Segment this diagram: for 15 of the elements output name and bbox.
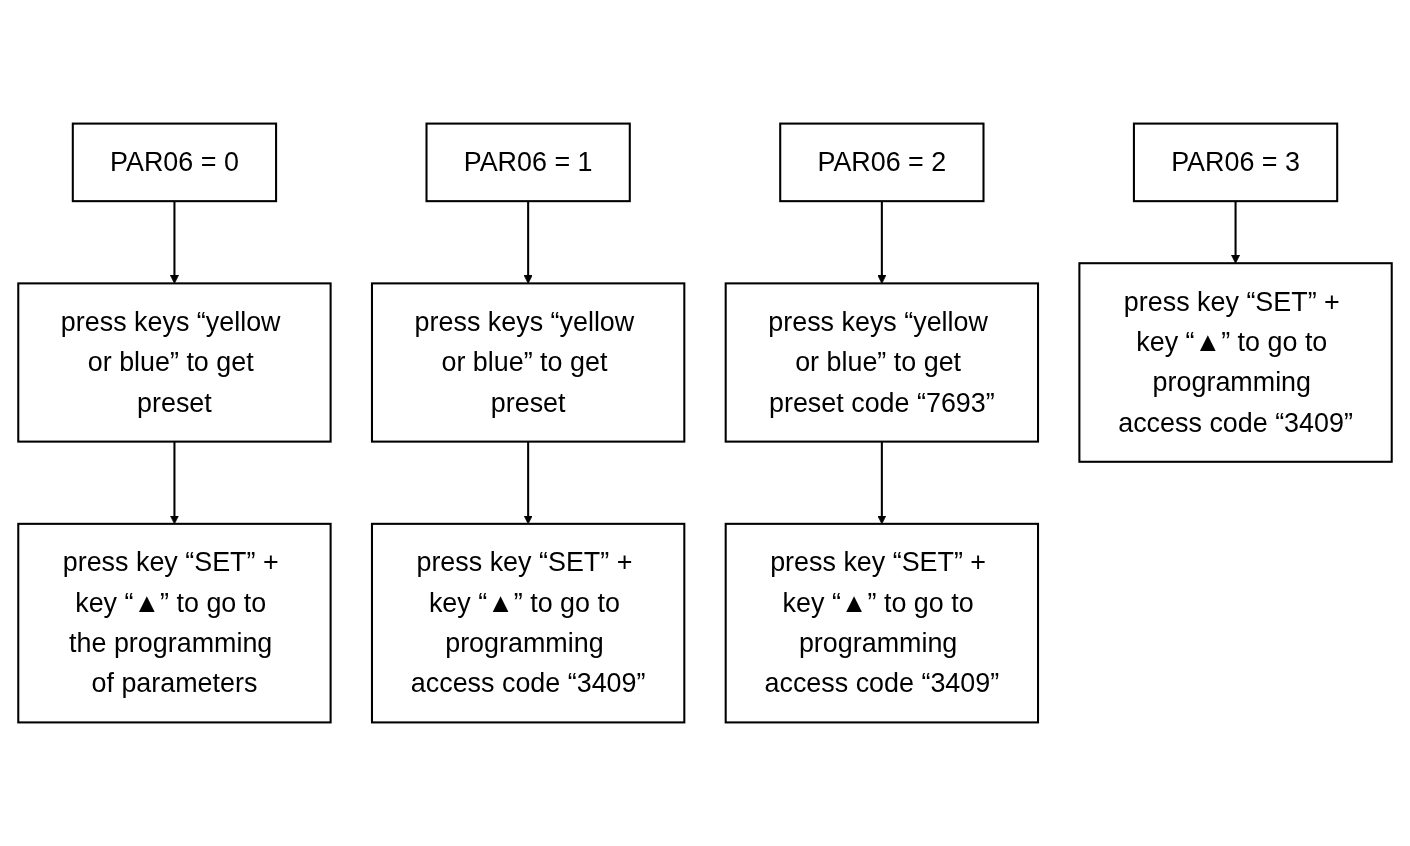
node-box: press keys “yellow or blue” to get preset (17, 282, 332, 443)
node-box: press key “SET” + key “▲” to go to programming access code “3409” (1078, 262, 1393, 463)
node-box: PAR06 = 1 (425, 122, 631, 203)
node-box: PAR06 = 3 (1132, 122, 1339, 203)
arrow (523, 201, 533, 284)
node-box: PAR06 = 0 (71, 122, 278, 203)
arrow (877, 201, 887, 284)
arrow (169, 201, 179, 284)
node-box: press key “SET” + key “▲” to go to the programming of parameters (17, 522, 332, 724)
node-box: press key “SET” + key “▲” to go to programming access code “3409” (370, 522, 686, 724)
node-box: press key “SET” + key “▲” to go to programming access code “3409” (724, 522, 1040, 724)
node-box: press keys “yellow or blue” to get preset (370, 282, 686, 443)
node-box: press keys “yellow or blue” to get preset code “7693” (724, 282, 1040, 443)
arrow (1231, 201, 1241, 264)
node-box: PAR06 = 2 (779, 122, 985, 203)
